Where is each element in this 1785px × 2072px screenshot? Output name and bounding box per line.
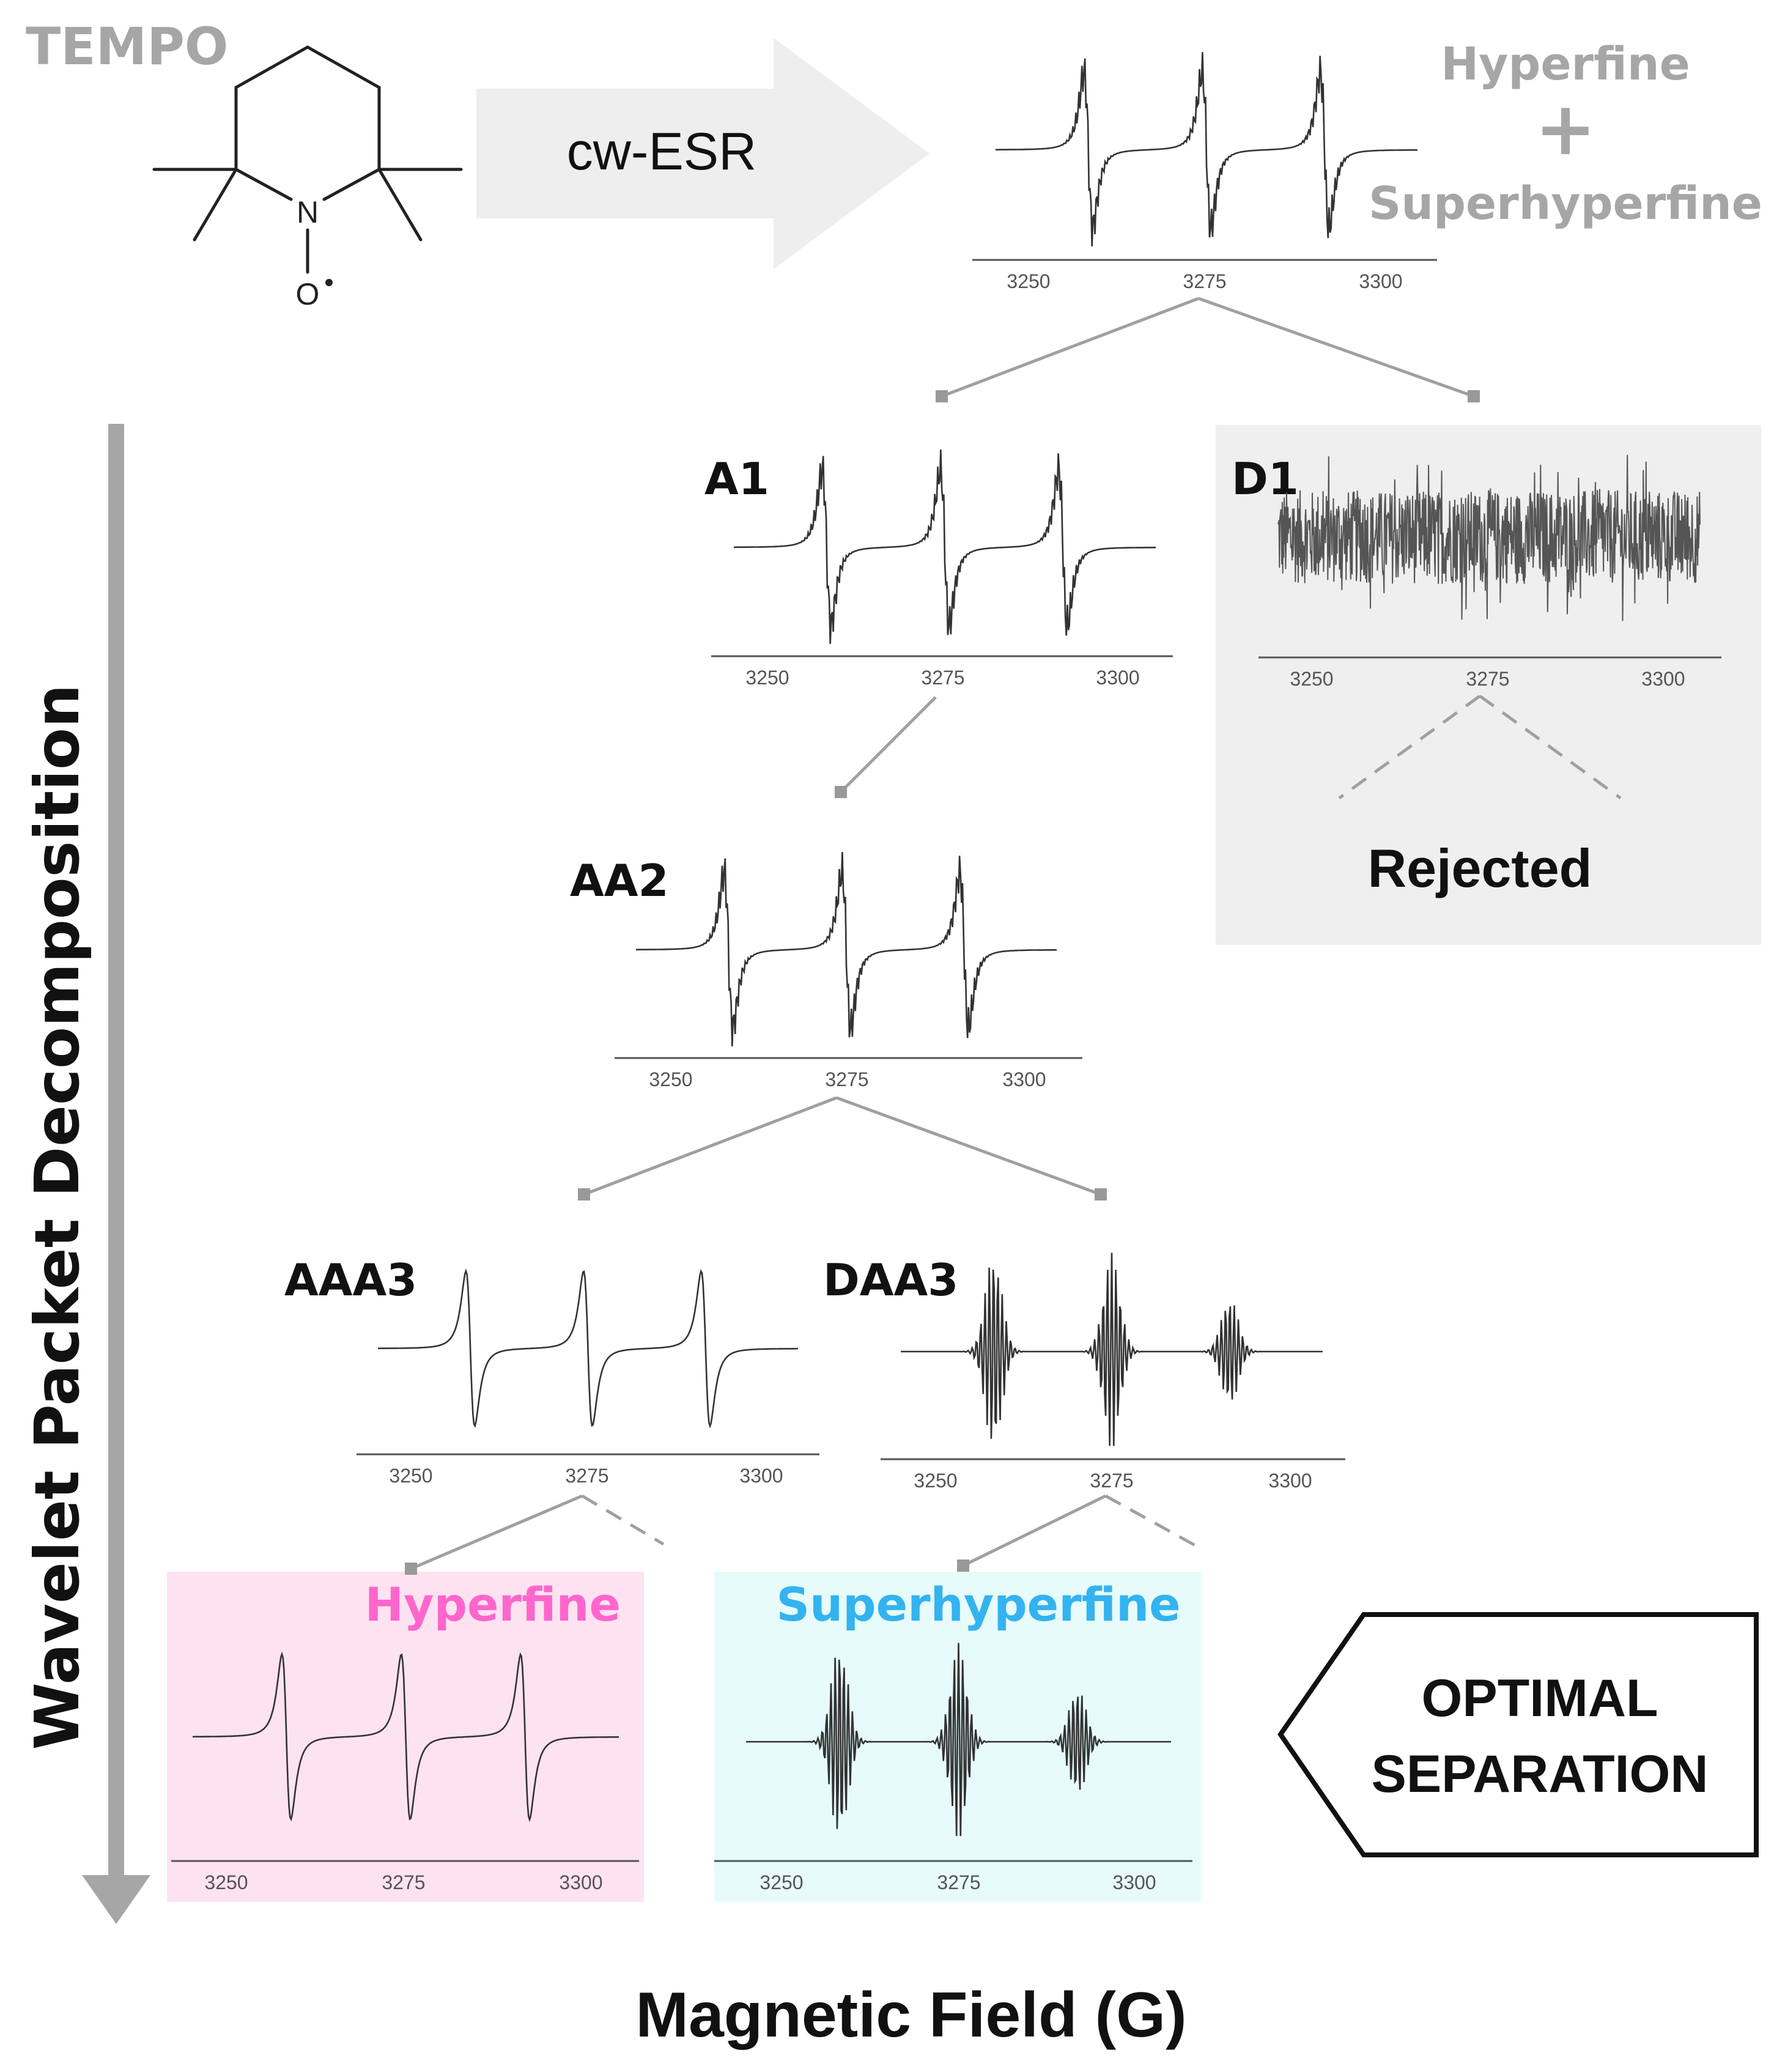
spectrum-a1-tick-label: 3275 <box>921 667 964 689</box>
spectrum-aa2-tick-label: 3250 <box>649 1068 692 1090</box>
connector-root-a1 <box>941 297 1199 398</box>
spectrum-superhyperfine-tick-label: 3250 <box>759 1871 803 1893</box>
connector-aa2-daa3 <box>836 1096 1101 1196</box>
node-label-hyperfine: Hyperfine <box>364 1577 621 1632</box>
connector-cap-a1 <box>936 390 948 402</box>
node-label-superhyperfine: Superhyperfine <box>776 1577 1180 1632</box>
nitrogen-atom: N <box>297 195 319 229</box>
connector-cap-superhyperfine <box>957 1560 969 1572</box>
optimal-line2: SEPARATION <box>1371 1745 1708 1804</box>
spectrum-aaa3-tick-label: 3275 <box>565 1465 608 1487</box>
connector-aaa3-dashed <box>581 1494 665 1546</box>
rejected-label: Rejected <box>1368 838 1592 898</box>
spectrum-d1-trace <box>1277 454 1701 621</box>
spectrum-d1: 3250 3275 3300 <box>1258 454 1721 690</box>
connector-d1-rejected-right <box>1479 694 1622 800</box>
spectrum-root-tick-label: 3300 <box>1359 270 1402 292</box>
connector-cap-hyperfine <box>405 1563 417 1575</box>
spectrum-aaa3-tick-label: 3250 <box>389 1465 432 1487</box>
spectrum-aaa3-trace <box>378 1268 798 1429</box>
spectrum-a1-trace <box>734 450 1156 644</box>
spectrum-d1-tick-label: 3275 <box>1466 668 1509 690</box>
connector-cap-daa3 <box>1095 1188 1107 1201</box>
connectors-layer <box>405 297 1622 1575</box>
spectrum-daa3-trace <box>901 1252 1323 1446</box>
spectrum-aa2-tick-label: 3275 <box>825 1068 868 1090</box>
spectrum-hyperfine: 3250 3275 3300 <box>171 1651 639 1893</box>
header-hyperfine: Hyperfine <box>1441 38 1690 91</box>
decomposition-arrow-head-icon <box>82 1875 150 1924</box>
spectrum-a1: 3250 3275 3300 <box>711 450 1173 689</box>
connector-daa3-superhyperfine <box>962 1494 1107 1567</box>
oxygen-atom: O <box>296 277 320 311</box>
vertical-axis-label: Wavelet Packet Decomposition <box>21 684 93 1750</box>
spectrum-root: 3250 3275 3300 <box>972 52 1437 292</box>
spectrum-root-tick-label: 3250 <box>1007 270 1050 292</box>
spectrum-aa2-tick-label: 3300 <box>1002 1068 1046 1090</box>
spectrum-root-trace <box>996 52 1417 246</box>
node-label-daa3: DAA3 <box>823 1254 958 1306</box>
x-axis-title: Magnetic Field (G) <box>635 1980 1186 2051</box>
spectrum-aaa3-tick-label: 3300 <box>739 1465 783 1487</box>
spectrum-daa3-tick-label: 3300 <box>1268 1470 1312 1492</box>
connector-aa2-aaa3 <box>583 1096 837 1196</box>
optimal-separation-tag <box>1277 1612 1759 1857</box>
spectrum-daa3-tick-label: 3275 <box>1090 1470 1133 1492</box>
connector-root-d1 <box>1198 297 1474 398</box>
spectrum-hyperfine-tick-label: 3275 <box>382 1871 425 1893</box>
connector-aaa3-hyperfine <box>410 1494 583 1571</box>
molecule-name: TEMPO <box>26 17 228 76</box>
spectrum-superhyperfine: 3250 3275 3300 <box>714 1643 1192 1893</box>
spectrum-hyperfine-tick-label: 3250 <box>204 1871 248 1893</box>
spectrum-daa3-tick-label: 3250 <box>914 1470 957 1492</box>
connector-cap-d1 <box>1468 390 1480 402</box>
connector-d1-rejected-left <box>1338 694 1481 800</box>
connector-cap-aaa3 <box>578 1188 590 1201</box>
header-superhyperfine: Superhyperfine <box>1369 177 1762 230</box>
spectrum-superhyperfine-tick-label: 3275 <box>937 1871 980 1893</box>
node-label-aa2: AA2 <box>570 855 669 906</box>
spectrum-aa2-trace <box>636 852 1057 1046</box>
spectrum-hyperfine-tick-label: 3300 <box>559 1871 602 1893</box>
connector-cap-aa2 <box>835 786 847 798</box>
spectrum-aa2: 3250 3275 3300 <box>615 852 1082 1090</box>
spectrum-superhyperfine-tick-label: 3300 <box>1112 1871 1156 1893</box>
method-label: cw-ESR <box>567 122 757 181</box>
radical-dot-icon <box>325 279 333 286</box>
header-plus: + <box>1535 87 1597 172</box>
spectrum-hyperfine-trace <box>192 1651 619 1822</box>
cw-esr-arrow-icon <box>476 38 929 269</box>
node-label-a1: A1 <box>704 453 769 505</box>
spectrum-d1-tick-label: 3300 <box>1641 668 1685 690</box>
spectrum-a1-tick-label: 3250 <box>745 667 789 689</box>
node-label-d1: D1 <box>1232 453 1299 505</box>
spectrum-root-tick-label: 3275 <box>1183 270 1226 292</box>
spectrum-a1-tick-label: 3300 <box>1096 667 1139 689</box>
tempo-structure <box>152 45 463 274</box>
optimal-line1: OPTIMAL <box>1422 1669 1658 1728</box>
spectrum-superhyperfine-trace <box>746 1643 1171 1837</box>
connector-a1-aa2 <box>840 696 937 793</box>
node-label-aaa3: AAA3 <box>284 1254 417 1306</box>
spectrum-aaa3: 3250 3275 3300 <box>357 1268 819 1487</box>
connector-daa3-dashed <box>1104 1494 1200 1549</box>
spectrum-d1-tick-label: 3250 <box>1290 668 1333 690</box>
spectrum-daa3: 3250 3275 3300 <box>881 1252 1345 1492</box>
